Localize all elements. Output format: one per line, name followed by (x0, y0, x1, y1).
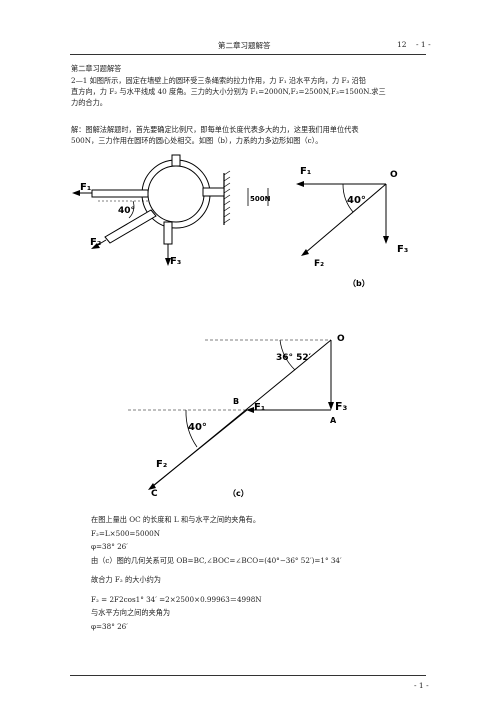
footer-page-mark: - 1 - (414, 681, 429, 690)
problem-line-3: 力的合力。 (71, 98, 107, 107)
solution-line-1: 解：图解法解题时，首先要确定比例尺，即每单位长度代表多大的力，这里我们用单位代表 (71, 125, 359, 134)
problem-line-1: 2—1 如图所示，固定在墙壁上的圆环受三条绳索的拉力作用，力 F₁ 沿水平方向，… (71, 76, 367, 85)
f1-arrowhead (72, 190, 80, 196)
f2-rope (104, 209, 157, 244)
result-line-1: 在图上量出 OC 的长度和 L 和与水平之间的夹角有。 (91, 515, 261, 524)
angle-arc-a (128, 200, 135, 219)
fig-b-origin-label: O (390, 170, 398, 180)
fig-b-f2-label: F₂ (314, 259, 324, 269)
fig-c-point-a: A (330, 416, 337, 425)
top-bracket (171, 154, 181, 167)
fig-c-f2-vector (153, 409, 248, 486)
fig-c-caption: （c） (228, 488, 249, 498)
result-line-5: 故合力 F₂ 的大小约为 (91, 575, 161, 584)
fig-b-angle-arc (342, 183, 354, 213)
solution-line-2: 500N，三力作用在圆环的圆心处相交。如图（b），力系的力多边形如图（c）。 (71, 136, 323, 145)
result-line-4: 由（c）图的几何关系可见 OB=BC,∠BOC=∠BCO=(40°−36° 52… (91, 556, 342, 565)
figure-c: O 36° 52′ B F₁ F₃ A 40° F₂ C （c） (128, 334, 348, 499)
result-line-8: φ=38° 26′ (91, 622, 128, 631)
figure-a: F₁ 40° F₂ F₃ 500N (72, 154, 271, 267)
header-page-mark: - 1 - (416, 40, 431, 49)
fig-b-f3-arrowhead (383, 236, 389, 244)
fig-b-f1-arrowhead (296, 181, 304, 187)
fig-a-f2-label: F₂ (90, 237, 101, 248)
section-title: 第二章习题解答 (71, 64, 122, 73)
result-line-7: 与水平方向之间的夹角为 (91, 608, 171, 617)
result-line-3: φ=38° 26′ (91, 542, 128, 551)
fig-c-point-b: B (233, 397, 239, 406)
fig-b-f2-vector (304, 183, 387, 254)
result-line-2: F₂=L×500=5000N (91, 529, 161, 538)
fig-c-top-arc (279, 339, 296, 371)
fig-c-angle-bottom-label: 40° (188, 422, 207, 433)
fig-c-origin-label: O (337, 334, 345, 344)
fig-b-caption: （b） (348, 278, 370, 288)
f1-rope (91, 189, 149, 198)
fig-a-angle-label: 40° (118, 206, 135, 216)
header-title: 第二章习题解答 (218, 41, 271, 50)
fig-c-f3-label: F₃ (335, 400, 348, 413)
fig-c-f1-arrowhead (246, 407, 254, 413)
wall-bracket (202, 187, 225, 197)
ring-inner (147, 165, 205, 223)
fig-a-f3-label: F₃ (170, 256, 181, 267)
f3-arrowhead (165, 258, 171, 266)
fig-b-f3-label: F₃ (397, 244, 408, 255)
figure-b: F₁ O 40° F₃ F₂ （b） (296, 166, 408, 288)
wall-hatching (223, 170, 231, 224)
scale-label: 500N (250, 195, 271, 203)
header-page-number: 12 (397, 40, 407, 49)
fig-c-f2-label: F₂ (156, 459, 167, 470)
fig-b-f2-arrowhead (301, 249, 309, 256)
fig-b-f1-label: F₁ (300, 166, 311, 177)
result-line-6: F₂ = 2F2cos1° 34′ =2×2500×0.99963＝4998N (91, 595, 262, 604)
fig-c-point-c: C (151, 489, 158, 499)
fig-c-f1-label: F₁ (254, 402, 265, 413)
footer-rule (70, 675, 426, 676)
f2-arrowhead (91, 243, 100, 249)
fig-a-f1-label: F₁ (80, 182, 91, 193)
problem-line-2: 直方向，力 F₂ 与水平线成 40 度角。三力的大小分别为 F₁=2000N,F… (71, 87, 386, 96)
fig-c-f3-arrowhead (328, 402, 334, 410)
f3-rope (163, 221, 173, 245)
fig-c-bottom-arc (185, 409, 198, 448)
fig-c-angle-top-label: 36° 52′ (276, 353, 312, 363)
fig-b-angle-label: 40° (347, 195, 366, 206)
header-rule (70, 54, 426, 55)
